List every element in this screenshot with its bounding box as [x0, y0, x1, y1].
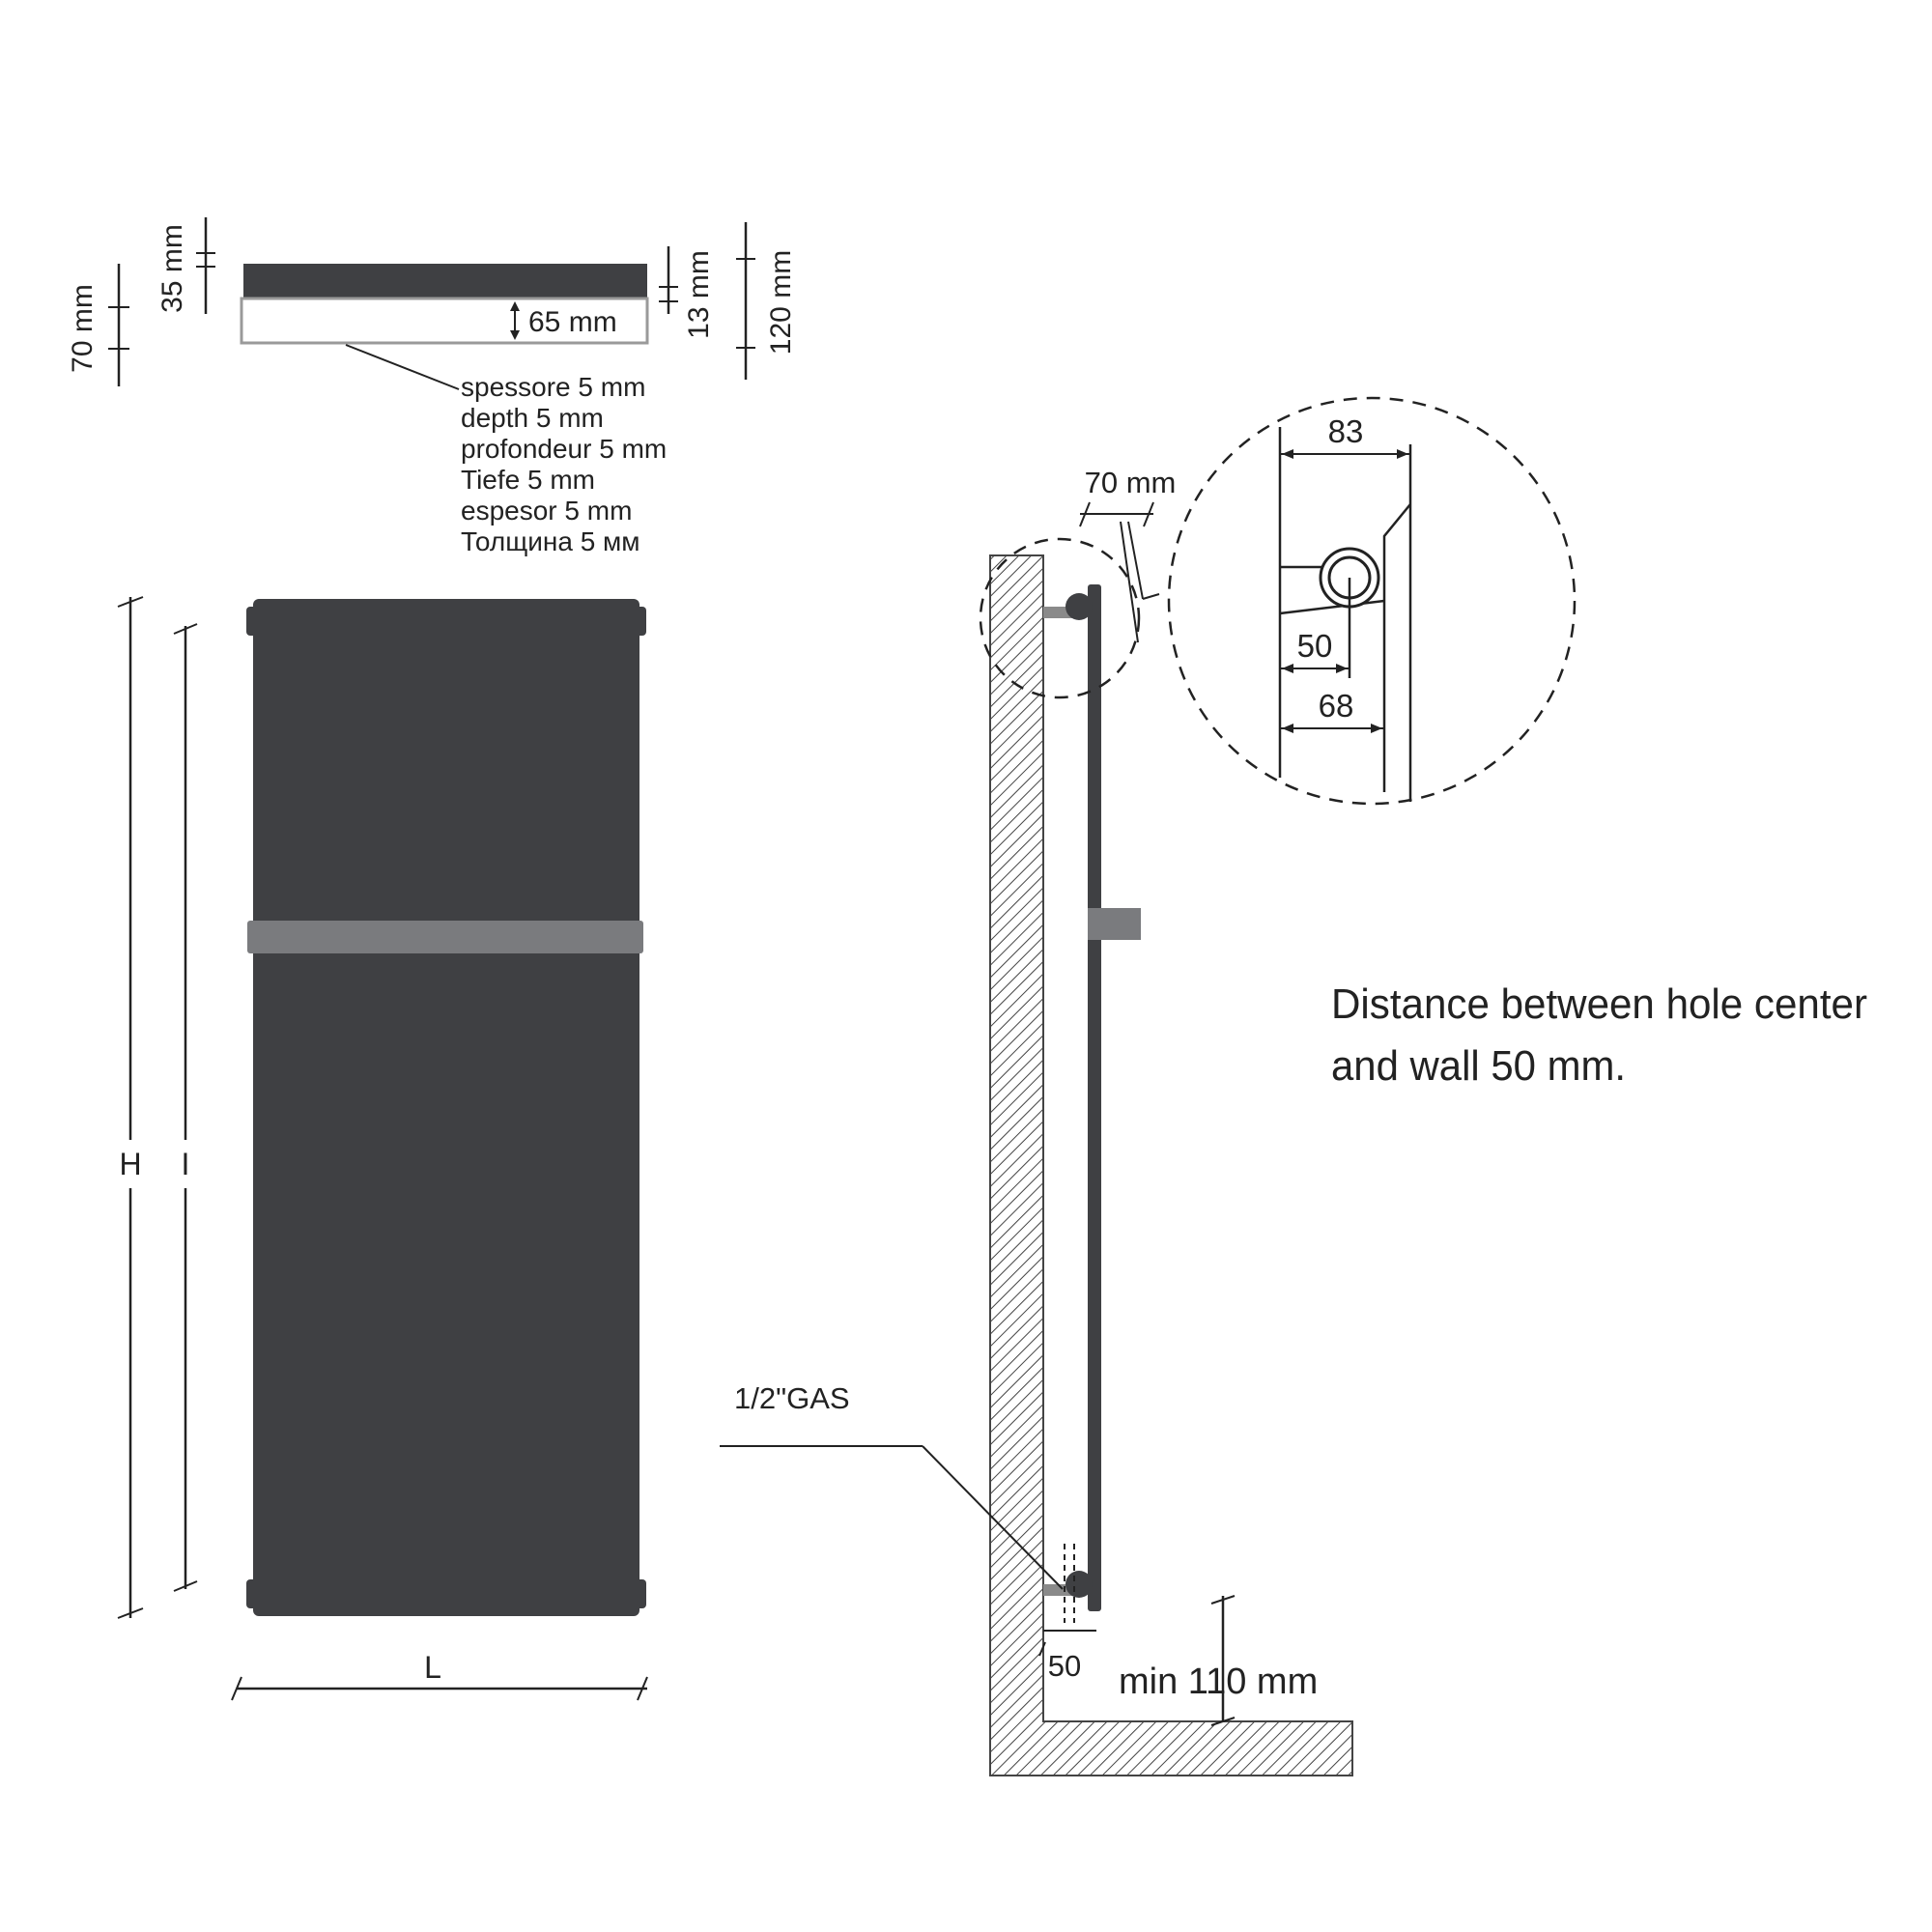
detail-dim-68: 68	[1319, 688, 1354, 724]
label-H: H	[119, 1147, 141, 1181]
floor-clearance-label: min 110 mm	[1119, 1662, 1318, 1702]
dim-120-top: 120 mm	[765, 250, 797, 355]
thickness-note-it: spessore 5 mm	[461, 372, 645, 402]
note-line-1: Distance between hole center	[1331, 980, 1867, 1028]
wall-and-floor	[989, 554, 1353, 1776]
thickness-notes: spessore 5 mm depth 5 mm profondeur 5 mm…	[461, 372, 667, 556]
dim-65-top: 65 mm	[528, 306, 617, 338]
detail-marker-circle	[979, 537, 1141, 699]
radiator-panel	[253, 599, 639, 1616]
top-panel-section	[243, 264, 647, 298]
dim-70-side: 70 mm	[1085, 466, 1177, 499]
dim-35-top: 35 mm	[156, 224, 188, 313]
top-view: 70 mm 35 mm 65 mm 13 mm 120 mm spessore …	[67, 217, 797, 556]
dim-13-top: 13 mm	[683, 250, 715, 339]
label-L: L	[424, 1650, 441, 1685]
dim-70-top: 70 mm	[67, 284, 99, 373]
connection-detail: 83 50 68	[1167, 396, 1577, 806]
thickness-note-fr: profondeur 5 mm	[461, 434, 667, 464]
thickness-note-ru: Толщина 5 мм	[461, 526, 640, 556]
towel-bar-side	[1088, 908, 1141, 940]
detail-circle	[1167, 396, 1577, 806]
thickness-note-de: Tiefe 5 mm	[461, 465, 595, 495]
front-view: H I L	[114, 596, 648, 1701]
towel-bar	[247, 921, 643, 953]
detail-dim-83: 83	[1328, 413, 1364, 449]
bottom-fitting-elbow	[1065, 1571, 1093, 1598]
radiator-side-panel	[1088, 584, 1101, 1611]
note-line-2: and wall 50 mm.	[1331, 1042, 1626, 1090]
thickness-note-en: depth 5 mm	[461, 403, 604, 433]
dim-50-bottom: 50	[1048, 1649, 1081, 1683]
top-shelf-section	[240, 297, 649, 345]
top-fitting-elbow	[1065, 593, 1093, 620]
side-view: 70 mm 83 50	[720, 396, 1577, 1776]
label-I: I	[182, 1147, 190, 1181]
mounting-note: Distance between hole center and wall 50…	[1331, 980, 1867, 1090]
pipe-thread-label: 1/2"GAS	[734, 1381, 850, 1415]
thickness-note-es: espesor 5 mm	[461, 496, 632, 526]
detail-dim-50: 50	[1297, 628, 1333, 664]
